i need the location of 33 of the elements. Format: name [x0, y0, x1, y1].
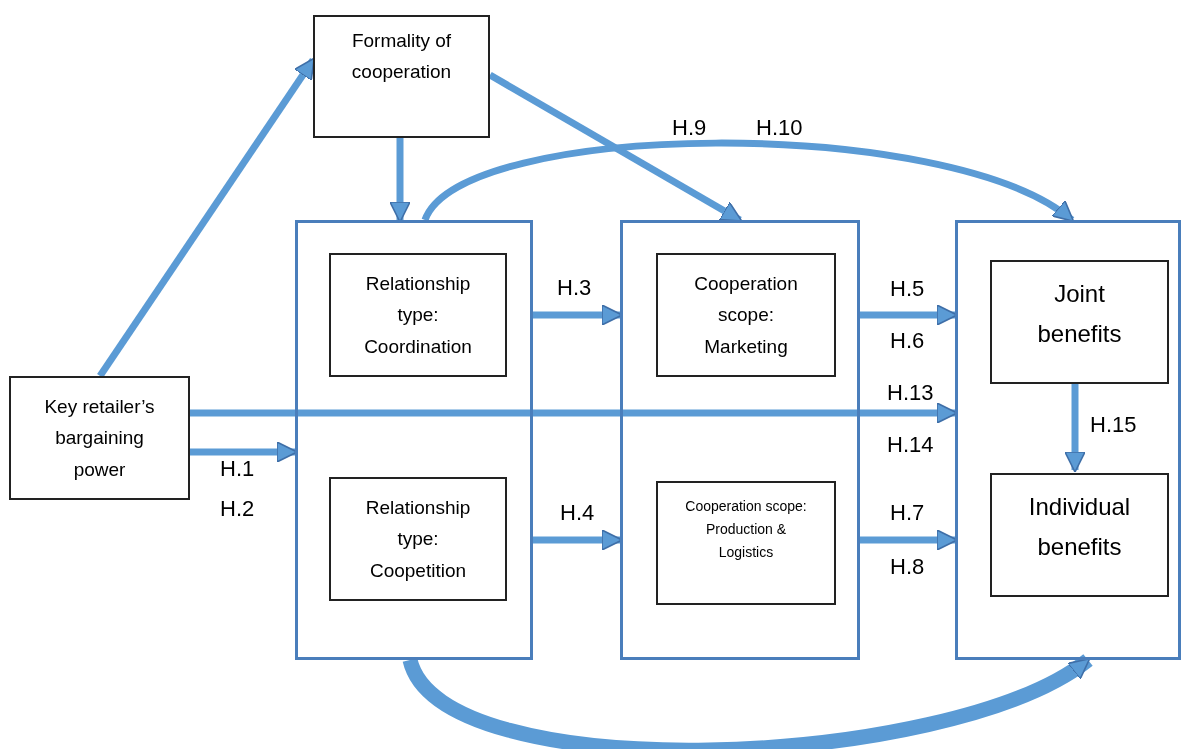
concept-box [329, 477, 507, 601]
box-label: Formality of cooperation [350, 29, 453, 85]
hypothesis-label: H.6 [890, 330, 925, 352]
arrow [422, 139, 1075, 223]
hypothesis-label: H.2 [220, 498, 255, 520]
concept-box [656, 481, 836, 605]
concept-box [313, 15, 490, 138]
group-box [295, 220, 533, 660]
group-box [620, 220, 860, 660]
group-box [955, 220, 1181, 660]
hypothesis-label: H.5 [890, 278, 925, 300]
hypothesis-label: H.1 [220, 458, 255, 480]
concept-box [656, 253, 836, 377]
box-label: Joint benefits [1036, 279, 1123, 349]
hypothesis-label: H.13 [887, 382, 934, 404]
concept-box [990, 473, 1169, 597]
concept-box [9, 376, 190, 500]
hypothesis-label: H.9 [672, 117, 707, 139]
box-label: Relationship type: Coordination [363, 272, 473, 359]
arrow [190, 402, 958, 424]
box-label: Key retailer’s bargaining power [43, 395, 156, 482]
box-label: Relationship type: Coopetition [364, 496, 472, 583]
arrow [190, 441, 298, 463]
box-label: Cooperation scope: Marketing [693, 272, 799, 359]
hypothesis-label: H.10 [756, 117, 803, 139]
concept-box [990, 260, 1169, 384]
hypothesis-label: H.7 [890, 502, 925, 524]
concept-box [329, 253, 507, 377]
box-label: Individual benefits [1027, 492, 1132, 562]
arrow [389, 138, 411, 223]
hypothesis-label: H.14 [887, 434, 934, 456]
box-label: Cooperation scope: Production & Logistics [684, 497, 808, 563]
hypothesis-label: H.8 [890, 556, 925, 578]
